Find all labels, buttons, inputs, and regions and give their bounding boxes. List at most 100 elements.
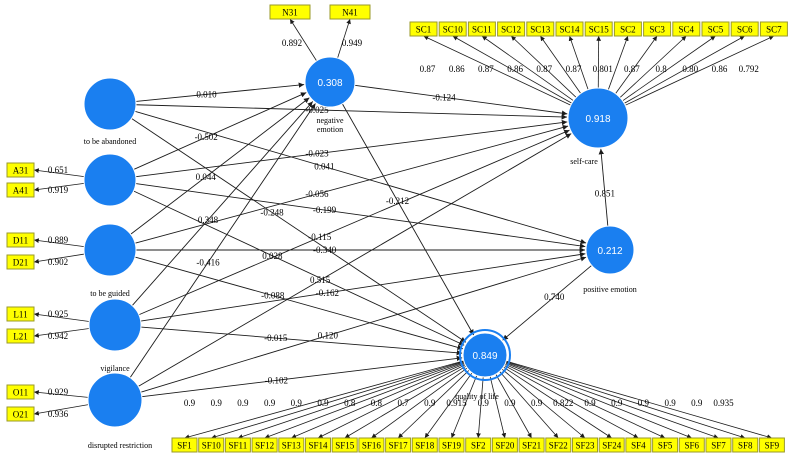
construct-to-be-guided: to be guided <box>83 223 137 298</box>
indicator-sc13: SC13 <box>526 21 555 37</box>
loading-arrow <box>33 253 85 264</box>
indicator-sc10: SC10 <box>438 21 467 37</box>
indicator-box <box>411 437 438 453</box>
path-coefficient: 0.028 <box>262 251 283 261</box>
loading-value: 0.86 <box>507 64 523 74</box>
path-coefficient: -0.088 <box>261 291 285 301</box>
indicator-box <box>305 437 331 453</box>
indicator-sf21: SF21 <box>518 437 545 453</box>
path-coefficient: -0.102 <box>265 375 288 385</box>
path-coefficient: -0.162 <box>316 288 339 298</box>
loading-value: 0.892 <box>282 38 302 48</box>
indicator-box <box>251 437 278 453</box>
construct-r-squared: 0.849 <box>472 351 497 362</box>
indicator-label: SF5 <box>658 441 673 451</box>
path-coefficient: 0.851 <box>595 189 615 199</box>
indicator-box <box>613 21 642 37</box>
loading-value: 0.915 <box>446 398 467 408</box>
indicator-label: SF24 <box>602 441 622 451</box>
loading-value: 0.929 <box>48 387 69 397</box>
loading-arrow <box>501 368 586 439</box>
path-coefficient: 0.348 <box>198 215 219 225</box>
path-coefficient: 0.010 <box>196 89 217 99</box>
indicator-sf7: SF7 <box>705 437 732 453</box>
loading-value: 0.86 <box>449 64 465 74</box>
loading-arrow <box>33 404 89 416</box>
loading-value: 0.87 <box>566 64 582 74</box>
indicator-sf20: SF20 <box>491 437 518 453</box>
indicator-box <box>6 182 35 198</box>
indicator-box <box>224 437 251 453</box>
construct-label: disrupted restriction <box>88 441 152 450</box>
indicator-box <box>465 437 492 453</box>
loading-arrow <box>264 362 465 439</box>
indicator-label: SF9 <box>765 441 780 451</box>
indicator-box <box>672 21 701 37</box>
indicator-sf24: SF24 <box>598 437 625 453</box>
loading-arrow <box>625 35 775 106</box>
loading-arrow <box>481 35 574 102</box>
loading-value: 0.9 <box>584 398 596 408</box>
path-negative-emotion-to-quality-of-life <box>341 103 475 336</box>
loading-value: 0.9 <box>691 398 703 408</box>
indicator-label: L11 <box>13 310 27 320</box>
loading-arrow <box>33 238 85 248</box>
indicator-label: SF16 <box>362 441 382 451</box>
indicator-box <box>491 437 518 453</box>
indicator-label: SC12 <box>501 25 521 35</box>
indicator-sc6: SC6 <box>730 21 759 37</box>
indicator-sf12: SF12 <box>251 437 278 453</box>
indicator-label: SF8 <box>738 441 753 451</box>
loading-arrow <box>495 373 532 439</box>
indicator-label: SC4 <box>679 25 695 35</box>
indicator-label: L21 <box>13 332 28 342</box>
path-disrupted-restriction-to-quality-of-life <box>141 355 463 398</box>
path-a-construct-to-quality-of-life <box>133 190 465 346</box>
construct-circle <box>83 223 137 277</box>
indicator-l11: L11 <box>6 306 35 322</box>
construct-label: negative <box>316 116 344 125</box>
indicator-label: N41 <box>342 8 358 18</box>
path-coefficient: -0.212 <box>386 196 409 206</box>
connector-layer <box>33 18 775 440</box>
loading-value: 0.822 <box>553 398 573 408</box>
indicator-label: SF14 <box>308 441 328 451</box>
indicator-sf15: SF15 <box>331 437 358 453</box>
loading-value: 0.87 <box>420 64 436 74</box>
loading-value: 0.9 <box>664 398 676 408</box>
construct-label: to be abandoned <box>84 137 136 146</box>
indicator-d11: D11 <box>6 232 35 248</box>
indicator-label: O11 <box>13 388 28 398</box>
indicator-label: SF10 <box>202 441 222 451</box>
indicator-box <box>526 21 555 37</box>
indicator-sf2: SF2 <box>465 437 492 453</box>
indicator-box <box>678 437 705 453</box>
construct-label: vigilance <box>100 364 130 373</box>
loading-value: 0.9 <box>504 398 516 408</box>
indicator-sc11: SC11 <box>467 21 496 37</box>
path-coefficient: -0.025 <box>305 105 329 115</box>
indicator-sf11: SF11 <box>224 437 251 453</box>
indicator-box <box>555 21 584 37</box>
loading-arrow <box>615 35 658 94</box>
loading-arrow <box>506 360 773 439</box>
indicator-sf4: SF4 <box>625 437 652 453</box>
indicator-label: SC10 <box>443 25 464 35</box>
loading-arrow <box>503 366 612 439</box>
indicator-label: SC7 <box>766 25 782 35</box>
loading-value: 0.9 <box>531 398 543 408</box>
loading-value: 0.7 <box>397 398 409 408</box>
loading-arrow <box>317 364 466 439</box>
construct-circle <box>567 87 629 149</box>
indicator-label: SF6 <box>685 441 700 451</box>
indicator-box <box>652 437 679 453</box>
indicator-label: SF4 <box>631 441 646 451</box>
coefficient-label-layer: 0.010-0.0250.041-0.248-0.502-0.023-0.199… <box>48 38 759 419</box>
loading-arrow <box>451 375 478 439</box>
path-to-be-guided-to-self-care <box>134 124 569 244</box>
loading-value: 0.9 <box>184 398 196 408</box>
indicator-sc15: SC15 <box>584 21 613 37</box>
path-positive-emotion-to-quality-of-life <box>502 265 592 341</box>
indicator-sf1: SF1 <box>171 437 198 453</box>
